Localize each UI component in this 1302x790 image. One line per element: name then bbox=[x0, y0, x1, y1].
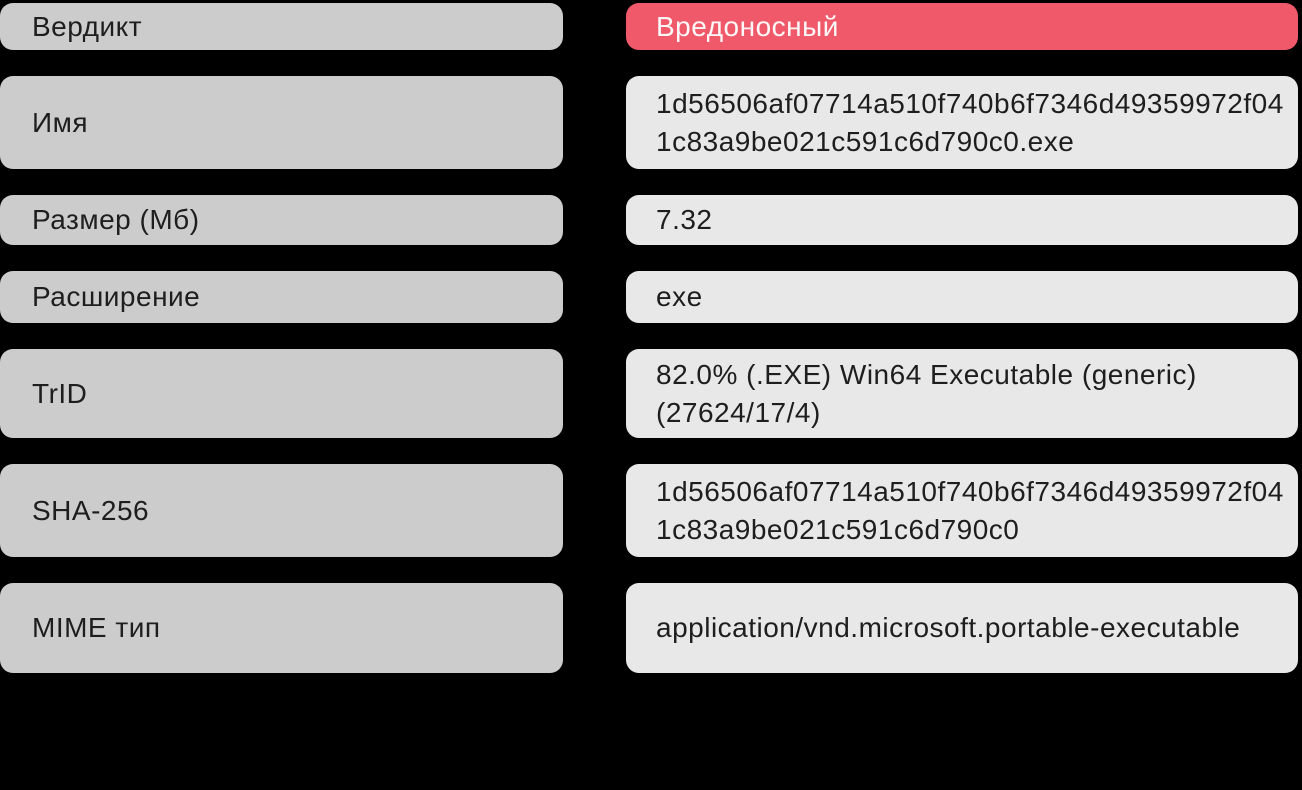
field-label-verdict: Вердикт bbox=[0, 3, 563, 50]
verdict-status-text: Вредоносный bbox=[656, 10, 839, 42]
field-value-sha256: 1d56506af07714a510f740b6f7346d49359972f0… bbox=[626, 464, 1298, 557]
field-value-size: 7.32 bbox=[626, 195, 1298, 245]
field-label-trid: TrID bbox=[0, 349, 563, 438]
field-value-filename: 1d56506af07714a510f740b6f7346d49359972f0… bbox=[626, 76, 1298, 169]
field-value-text: 82.0% (.EXE) Win64 Executable (generic) … bbox=[656, 359, 1197, 428]
report-row-trid: TrID 82.0% (.EXE) Win64 Executable (gene… bbox=[0, 349, 1302, 438]
field-label-text: Размер (Мб) bbox=[32, 204, 200, 235]
report-row-size: Размер (Мб) 7.32 bbox=[0, 195, 1302, 245]
report-row-mime-type: MIME тип application/vnd.microsoft.porta… bbox=[0, 583, 1302, 673]
field-label-text: TrID bbox=[32, 377, 88, 409]
verdict-status-badge: Вредоносный bbox=[626, 3, 1298, 50]
field-value-text: 1d56506af07714a510f740b6f7346d49359972f0… bbox=[656, 476, 1284, 545]
field-value-text: exe bbox=[656, 281, 703, 313]
field-label-text: Имя bbox=[32, 106, 89, 138]
field-value-trid: 82.0% (.EXE) Win64 Executable (generic) … bbox=[626, 349, 1298, 438]
field-label-text: SHA-256 bbox=[32, 494, 150, 526]
field-label-text: MIME тип bbox=[32, 612, 161, 643]
field-label-sha256: SHA-256 bbox=[0, 464, 563, 557]
field-value-text: 7.32 bbox=[656, 204, 713, 236]
report-row-filename: Имя 1d56506af07714a510f740b6f7346d493599… bbox=[0, 76, 1302, 169]
field-value-extension: exe bbox=[626, 271, 1298, 323]
field-label-filename: Имя bbox=[0, 76, 563, 169]
field-label-mime-type: MIME тип bbox=[0, 583, 563, 673]
report-row-sha256: SHA-256 1d56506af07714a510f740b6f7346d49… bbox=[0, 464, 1302, 557]
field-label-extension: Расширение bbox=[0, 271, 563, 323]
field-label-text: Вердикт bbox=[32, 10, 143, 42]
report-row-extension: Расширение exe bbox=[0, 271, 1302, 323]
field-value-text: application/vnd.microsoft.portable-execu… bbox=[656, 612, 1241, 644]
field-value-mime-type: application/vnd.microsoft.portable-execu… bbox=[626, 583, 1298, 673]
field-value-text: 1d56506af07714a510f740b6f7346d49359972f0… bbox=[656, 88, 1284, 157]
field-label-size: Размер (Мб) bbox=[0, 195, 563, 245]
report-row-verdict: Вердикт Вредоносный bbox=[0, 3, 1302, 50]
field-label-text: Расширение bbox=[32, 281, 201, 312]
